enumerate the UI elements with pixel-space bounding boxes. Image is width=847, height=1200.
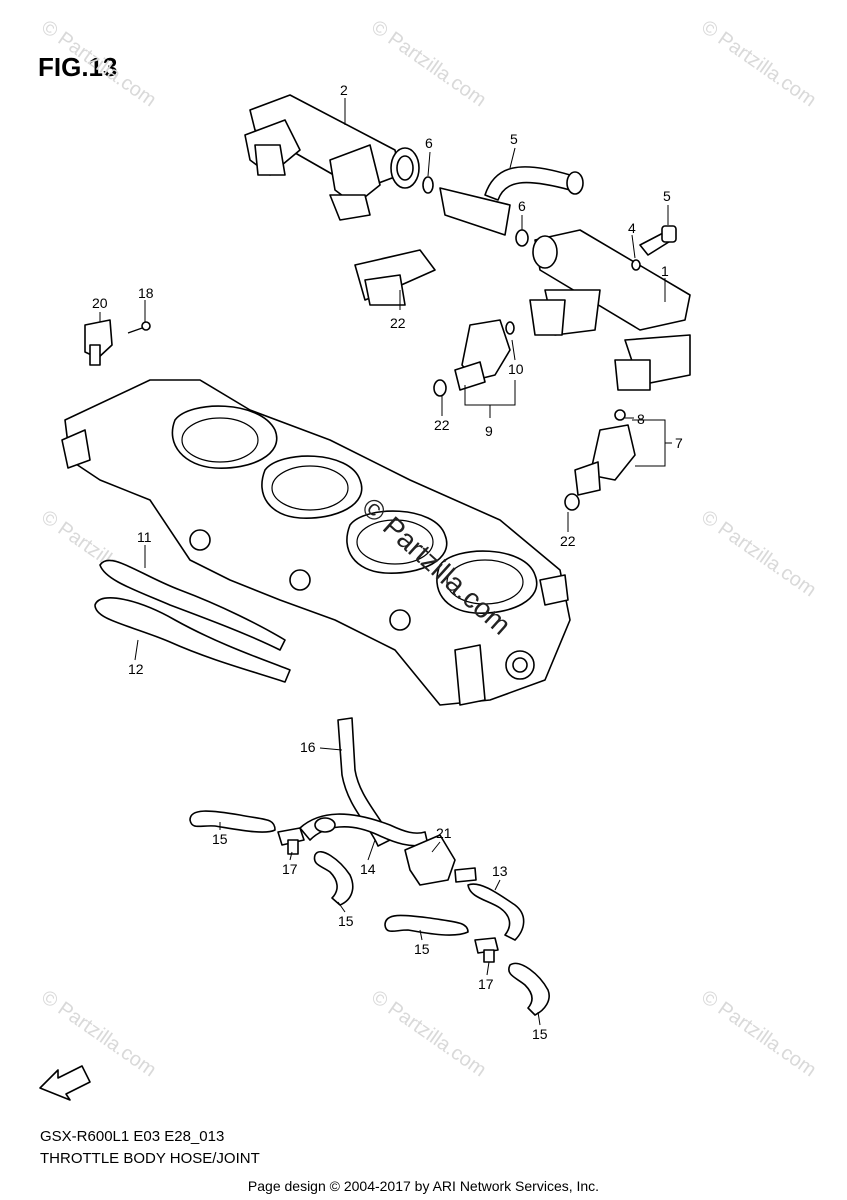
callout-10: 10 <box>508 361 524 377</box>
callout-15-a: 15 <box>212 831 228 847</box>
callout-labels: 2 5 6 6 4 5 1 22 18 20 10 9 22 8 7 22 11… <box>92 82 683 1042</box>
clamp-21 <box>354 249 436 306</box>
callout-22-lower: 22 <box>560 533 576 549</box>
injector-7 <box>564 409 636 511</box>
figure-title: FIG.13 <box>38 52 118 82</box>
sensor-20 <box>84 319 151 366</box>
bolt-5 <box>631 225 677 271</box>
injector-9 <box>433 319 515 397</box>
fuel-hose-3 <box>484 166 584 201</box>
callout-17-b: 17 <box>478 976 494 992</box>
hose-11-12 <box>94 559 291 683</box>
callout-4: 4 <box>628 220 636 236</box>
watermark: © Partzilla.com <box>367 16 490 111</box>
callout-8: 8 <box>637 411 645 427</box>
watermark: © Partzilla.com <box>37 16 160 111</box>
callout-7: 7 <box>675 435 683 451</box>
callout-3: 5 <box>510 131 518 147</box>
fwd-arrow: FWD <box>39 1065 91 1101</box>
callout-5: 5 <box>663 188 671 204</box>
callout-15-c: 15 <box>414 941 430 957</box>
diagram-subtitle: THROTTLE BODY HOSE/JOINT <box>40 1150 260 1167</box>
callout-11: 11 <box>137 529 152 545</box>
fuel-rail-right <box>529 229 691 391</box>
callout-9: 9 <box>485 423 493 439</box>
callout-13: 13 <box>492 863 508 879</box>
callout-12: 12 <box>128 661 144 677</box>
callout-1: 1 <box>661 263 669 279</box>
watermark: © Partzilla.com <box>697 986 820 1081</box>
fuel-rail-upper <box>244 94 420 221</box>
callout-2: 2 <box>340 82 348 98</box>
callout-18: 18 <box>138 285 154 301</box>
watermark: © Partzilla.com <box>37 986 160 1081</box>
callout-6-upper: 6 <box>425 135 433 151</box>
callout-14: 14 <box>360 861 376 877</box>
callout-16: 16 <box>300 739 316 755</box>
callout-22-upper: 22 <box>434 417 450 433</box>
watermark: © Partzilla.com <box>697 506 820 601</box>
callout-19: 21 <box>436 825 452 841</box>
callout-15-d: 15 <box>532 1026 548 1042</box>
throttle-body <box>61 379 571 706</box>
page-footer: Page design © 2004-2017 by ARI Network S… <box>247 1178 600 1194</box>
callout-17-a: 17 <box>282 861 298 877</box>
callout-20: 20 <box>92 295 108 311</box>
watermark: © Partzilla.com <box>367 986 490 1081</box>
model-code: GSX-R600L1 E03 E28_013 <box>40 1128 225 1145</box>
callout-21: 22 <box>390 315 406 331</box>
callout-15-b: 15 <box>338 913 354 929</box>
leader-lines <box>99 98 672 1026</box>
lower-hose-set <box>189 717 550 1016</box>
watermark: © Partzilla.com <box>697 16 820 111</box>
injector-middle <box>422 176 529 247</box>
callout-6-lower: 6 <box>518 198 526 214</box>
